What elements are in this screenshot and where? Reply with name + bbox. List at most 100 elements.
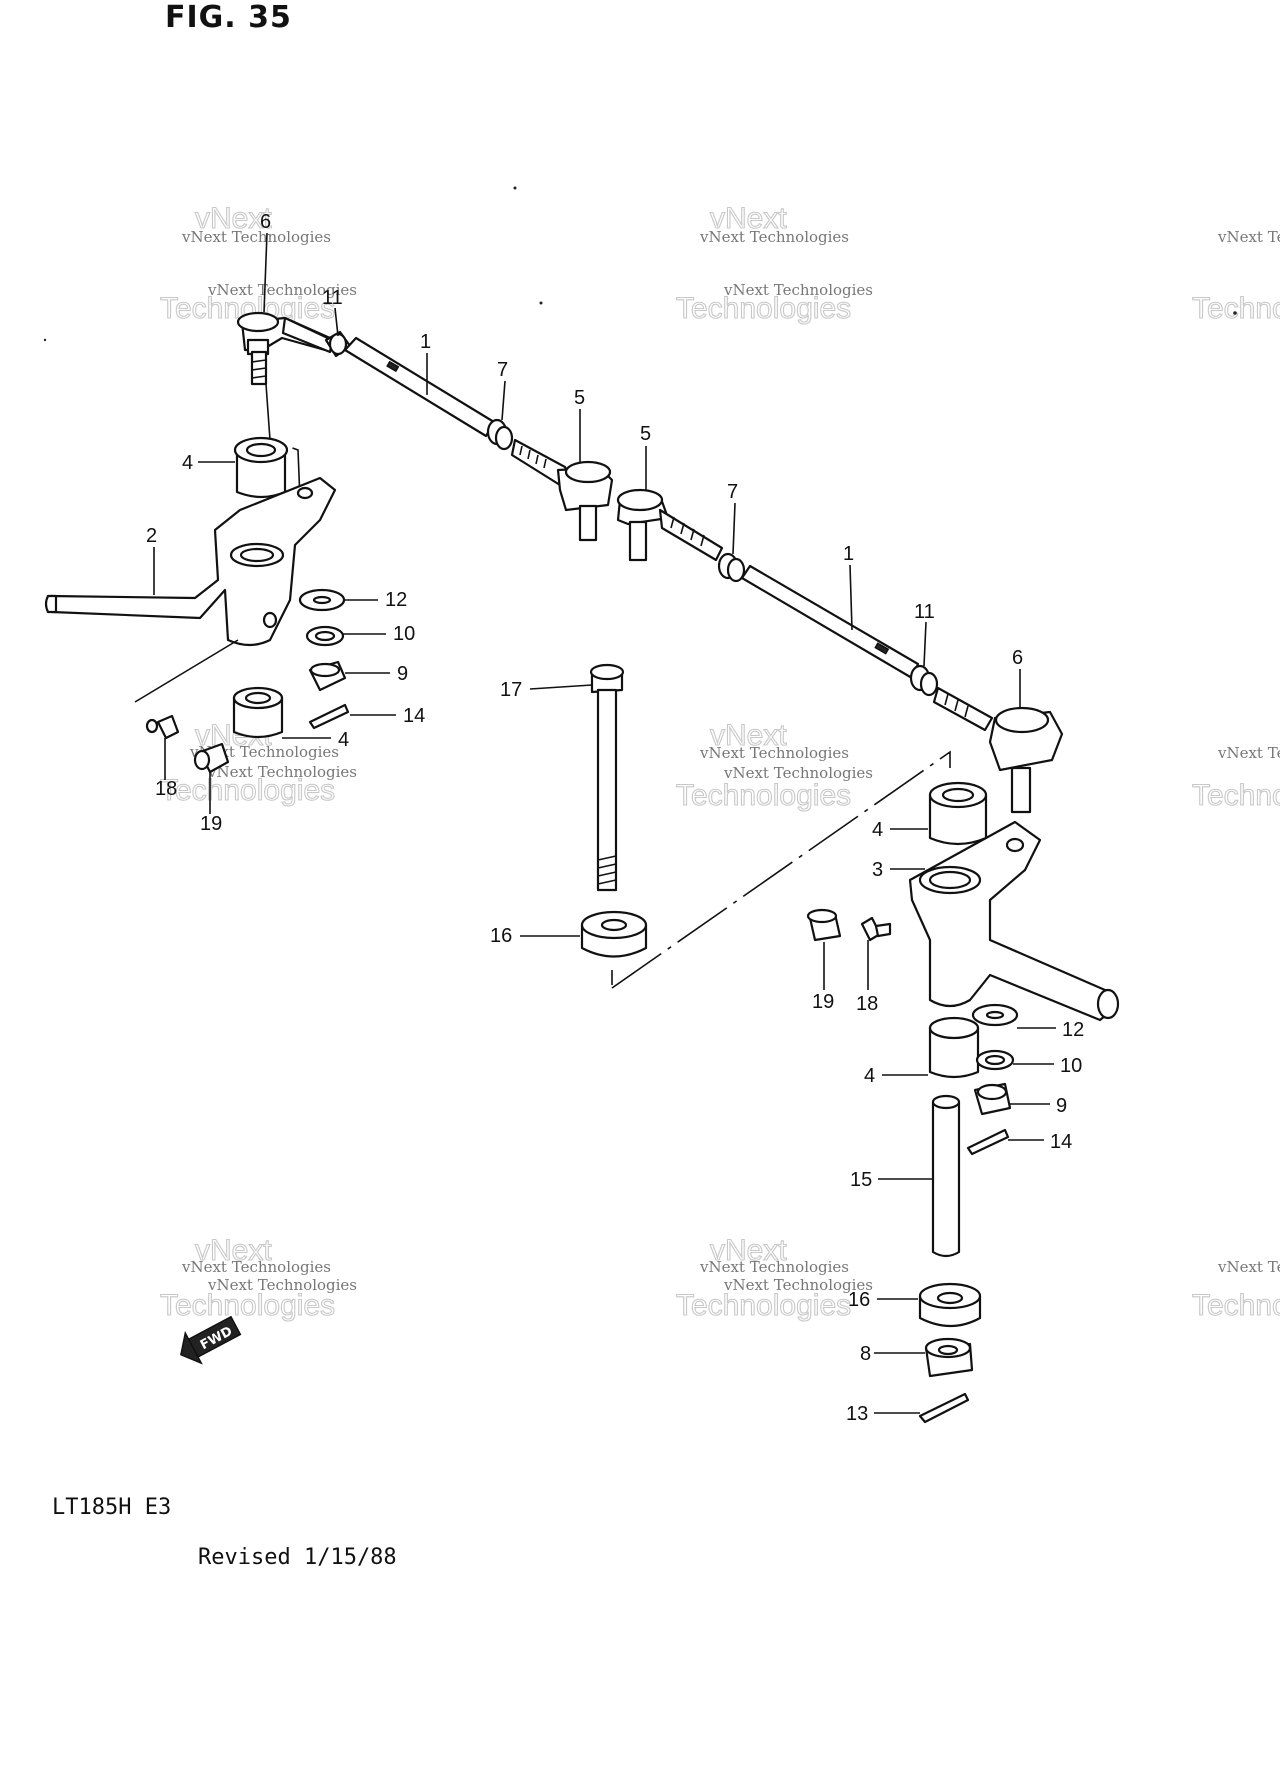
bushing-4-upper-left (233, 436, 289, 499)
callout-11: 11 (914, 601, 935, 623)
callout-1: 1 (420, 331, 431, 353)
callout-3: 3 (872, 859, 883, 881)
callout-7: 7 (727, 481, 738, 503)
watermark: vNext vNext Technologies Technologies vN… (159, 718, 357, 807)
watermark: vNext vNext Technologies Technologies vN… (159, 201, 357, 325)
svg-text:vNext: vNext (710, 1234, 787, 1267)
svg-text:Technologies: Technologies (1192, 292, 1280, 325)
callout-4: 4 (872, 819, 883, 841)
svg-text:vNext: vNext (195, 202, 272, 235)
svg-text:Technologies: Technologies (1192, 779, 1280, 812)
callout-7: 7 (497, 359, 508, 381)
callout-14: 14 (403, 705, 425, 727)
svg-text:Technologies: Technologies (676, 779, 851, 812)
steering-knuckle-3-right (908, 820, 1120, 1022)
lock-washer-10-left (305, 625, 345, 647)
callout-18: 18 (856, 993, 878, 1015)
callout-19: 19 (812, 991, 834, 1013)
svg-text:vNext: vNext (195, 1234, 272, 1267)
washer-12-right (971, 1003, 1019, 1027)
bolt-17 (589, 663, 625, 892)
grease-nipple-18-left (145, 714, 180, 740)
callout-4: 4 (338, 729, 349, 751)
svg-text:vNext Technologies: vNext Technologies (1217, 1258, 1280, 1276)
bushing-4-lower-left (232, 686, 284, 739)
svg-text:vNext: vNext (710, 202, 787, 235)
washer-12-left (298, 588, 346, 612)
callout-9: 9 (1056, 1095, 1067, 1117)
svg-text:vNext Technologies: vNext Technologies (207, 763, 357, 781)
watermark: vNext vNext Technologies Technologies vN… (675, 1233, 873, 1322)
svg-text:Technologies: Technologies (160, 774, 335, 807)
callout-13: 13 (846, 1403, 868, 1425)
bushing-4-lower-right (928, 1016, 980, 1079)
lock-washer-10-right (975, 1049, 1015, 1071)
bushing-4-upper-right (928, 781, 988, 846)
svg-text:vNext Technologies: vNext Technologies (699, 228, 849, 246)
revision-date: Revised 1/15/88 (198, 1545, 397, 1570)
callout-16: 16 (490, 925, 512, 947)
cap-19-right (806, 908, 842, 942)
svg-text:Technologies: Technologies (676, 292, 851, 325)
cotter-pin-14-right (966, 1128, 1010, 1156)
callout-2: 2 (146, 525, 157, 547)
watermark: vNext vNext Technologies Technologies vN… (675, 718, 873, 812)
callout-19: 19 (200, 813, 222, 835)
callout-4: 4 (182, 452, 193, 474)
callout-10: 10 (1060, 1055, 1082, 1077)
svg-text:Technologies: Technologies (1192, 1289, 1280, 1322)
grease-nipple-18-right (860, 916, 892, 942)
steering-knuckle-2-left (44, 476, 337, 647)
watermark: vNext vNext Technologies Technologies vN… (159, 1233, 357, 1322)
callout-10: 10 (393, 623, 415, 645)
svg-text:Technologies: Technologies (160, 1289, 335, 1322)
svg-text:vNext Technologies: vNext Technologies (723, 281, 873, 299)
svg-text:Technologies: Technologies (676, 1289, 851, 1322)
svg-text:vNext Technologies: vNext Technologies (723, 1276, 873, 1294)
svg-text:vNext Technologies: vNext Technologies (699, 744, 849, 762)
callout-labels: 6 11 1 7 5 4 2 12 10 9 14 4 18 (146, 211, 1084, 1425)
callout-12: 12 (385, 589, 407, 611)
svg-text:vNext Technologies: vNext Technologies (181, 228, 331, 246)
castle-nut-8 (924, 1337, 974, 1378)
pivot-pipe-15 (931, 1094, 961, 1258)
castle-nut-9-left (308, 660, 347, 692)
callout-6: 6 (1012, 647, 1023, 669)
tie-rod-1-right (740, 564, 920, 680)
callout-4: 4 (864, 1065, 875, 1087)
lock-nut-7-right (717, 552, 746, 583)
callout-5: 5 (574, 387, 585, 409)
cotter-pin-14-left (308, 703, 350, 730)
lock-nut-7-left (486, 418, 514, 451)
lock-nut-11-left (324, 330, 352, 358)
svg-text:vNext Technologies: vNext Technologies (207, 1276, 357, 1294)
svg-text:vNext Technologies: vNext Technologies (723, 764, 873, 782)
rubber-washer-16-upper (580, 910, 648, 958)
svg-text:vNext Technologies: vNext Technologies (699, 1258, 849, 1276)
tie-rod-end-5-left (510, 438, 614, 542)
figure-title: FIG. 35 (165, 0, 292, 35)
svg-text:vNext Technologies: vNext Technologies (1217, 744, 1280, 762)
callout-15: 15 (850, 1169, 872, 1191)
watermark: vNext vNext Technologies Technologies vN… (675, 201, 873, 325)
svg-text:vNext Technologies: vNext Technologies (207, 281, 357, 299)
callout-18: 18 (155, 778, 177, 800)
callout-8: 8 (860, 1343, 871, 1365)
svg-text:vNext: vNext (710, 719, 787, 752)
svg-text:vNext Technologies: vNext Technologies (1217, 228, 1280, 246)
callout-5: 5 (640, 423, 651, 445)
tie-rod-end-5-right (616, 488, 724, 562)
callout-9: 9 (397, 663, 408, 685)
castle-nut-9-right (973, 1082, 1012, 1116)
callout-17: 17 (500, 679, 522, 701)
callout-14: 14 (1050, 1131, 1072, 1153)
callout-6: 6 (260, 211, 271, 233)
callout-12: 12 (1062, 1019, 1084, 1041)
cotter-pin-13 (918, 1392, 970, 1424)
lock-nut-11-right (909, 664, 939, 697)
rubber-washer-16-lower (918, 1282, 982, 1328)
cap-19-left (193, 742, 230, 774)
tie-rod-end-left (236, 311, 334, 386)
watermark: vNext Technologies Technologies vNext Te… (1191, 228, 1280, 1323)
